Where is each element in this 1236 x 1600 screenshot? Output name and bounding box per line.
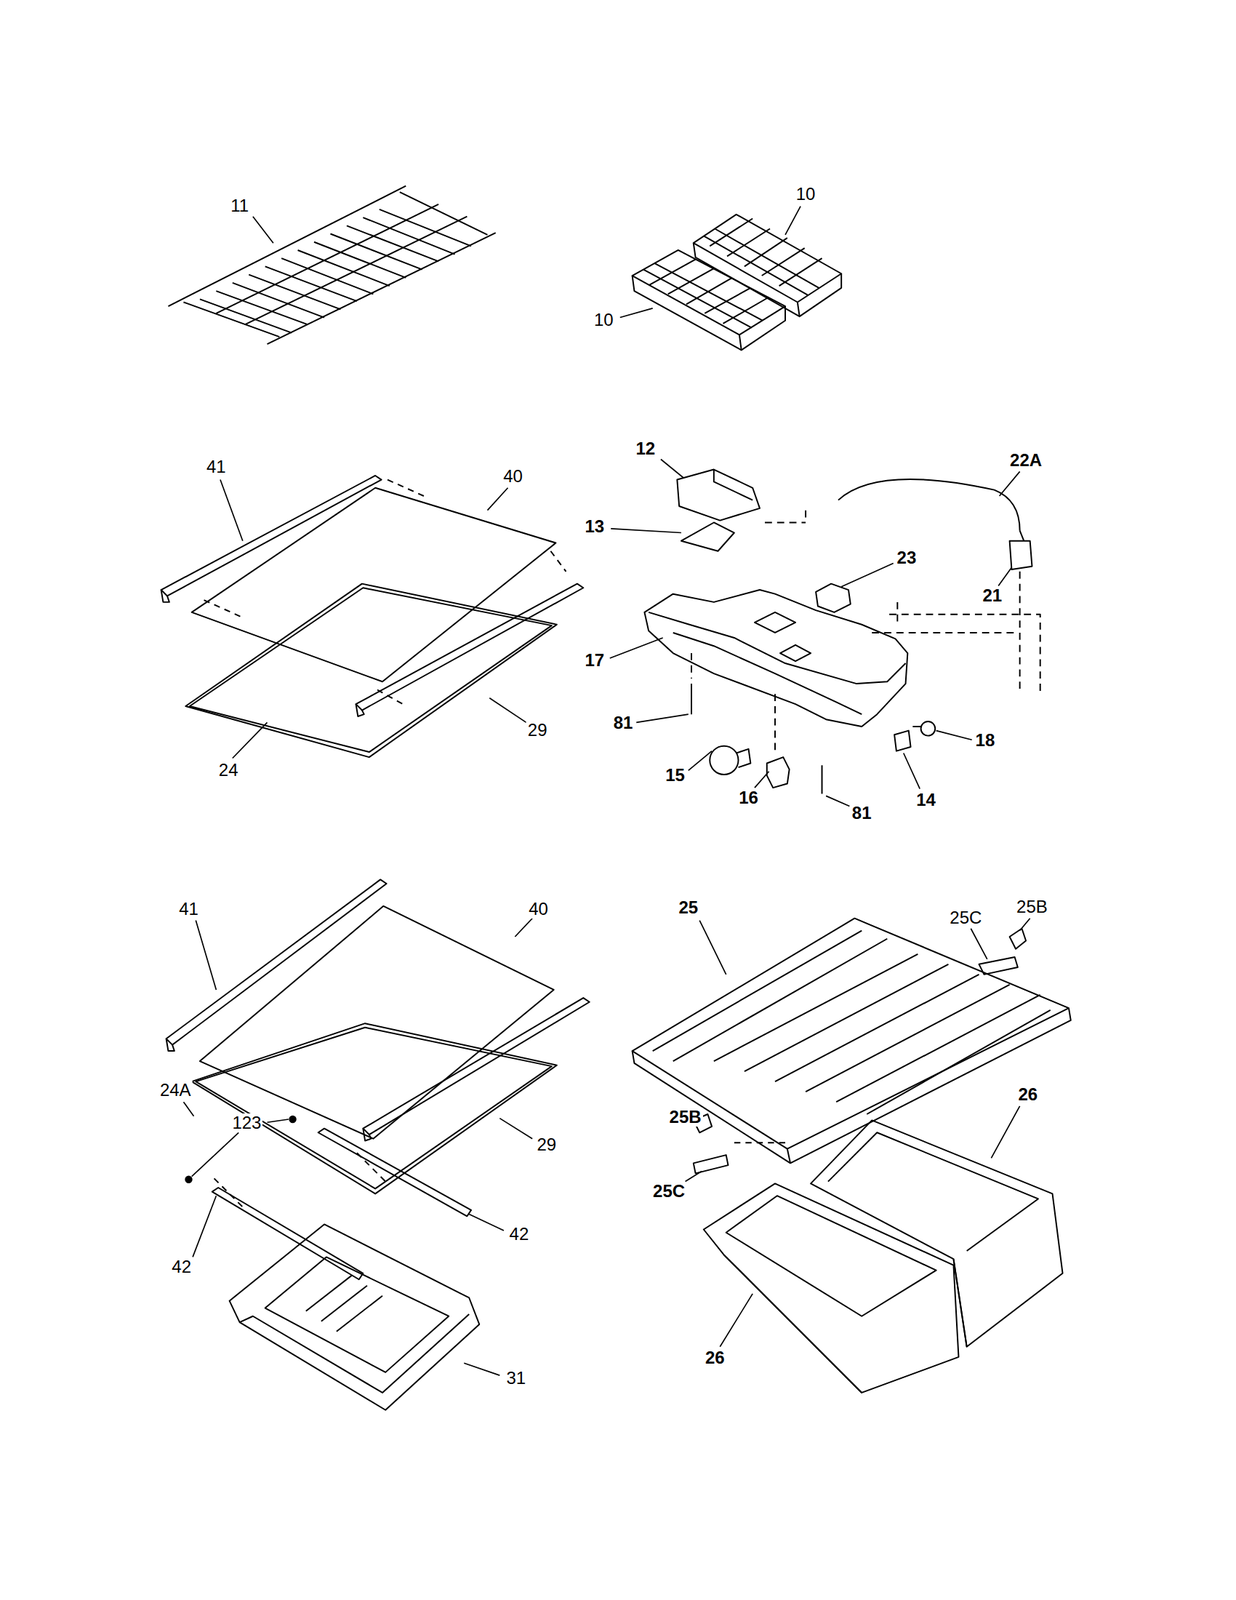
callout-number: 42 xyxy=(170,1257,193,1276)
callout-number: 11 xyxy=(229,196,251,216)
callout-number: 41 xyxy=(177,899,200,919)
callout-number: 25 xyxy=(676,897,700,917)
callout-number: 26 xyxy=(703,1347,727,1367)
callout-number: 24A xyxy=(158,1080,193,1100)
callout-number: 29 xyxy=(535,1134,558,1154)
callout-number: 25B xyxy=(1014,897,1050,917)
callout-number: 25B xyxy=(668,1107,704,1127)
callout-number: 23 xyxy=(895,548,919,568)
callout-number: 25C xyxy=(948,908,983,927)
callout-number: 40 xyxy=(527,899,550,919)
callout-number: 29 xyxy=(526,720,549,740)
callout-number: 22A xyxy=(1008,450,1044,470)
glass-shelf xyxy=(161,475,584,757)
callout-number: 40 xyxy=(501,466,525,486)
glass-shelf xyxy=(166,879,590,1410)
callout-number: 24 xyxy=(217,760,240,780)
callout-number: 18 xyxy=(974,730,997,750)
callout-number: 25C xyxy=(651,1181,687,1201)
callout-number: 123 xyxy=(230,1113,263,1133)
callout-number: 10 xyxy=(592,310,616,330)
callout-number: 81 xyxy=(612,713,635,733)
callout-number: 41 xyxy=(205,457,228,477)
callout-number: 16 xyxy=(737,788,760,808)
ice-tray xyxy=(632,214,842,351)
callout-number: 31 xyxy=(504,1368,528,1388)
light-housing xyxy=(644,469,1040,794)
callout-number: 13 xyxy=(583,516,606,536)
callout-number: 12 xyxy=(634,439,658,459)
callout-number: 15 xyxy=(663,765,687,785)
leader-line xyxy=(183,206,1030,1375)
callout-number: 21 xyxy=(980,586,1004,605)
callout-number: 14 xyxy=(914,790,938,810)
callout-number: 26 xyxy=(1017,1084,1040,1104)
crisper-cover xyxy=(632,918,1071,1174)
callout-number: 10 xyxy=(794,184,818,204)
callout-number: 81 xyxy=(850,803,874,823)
wire-shelf xyxy=(167,186,496,344)
callout-number: 42 xyxy=(508,1224,531,1244)
crisper-drawer xyxy=(703,1119,1063,1393)
callout-number: 17 xyxy=(583,650,606,670)
